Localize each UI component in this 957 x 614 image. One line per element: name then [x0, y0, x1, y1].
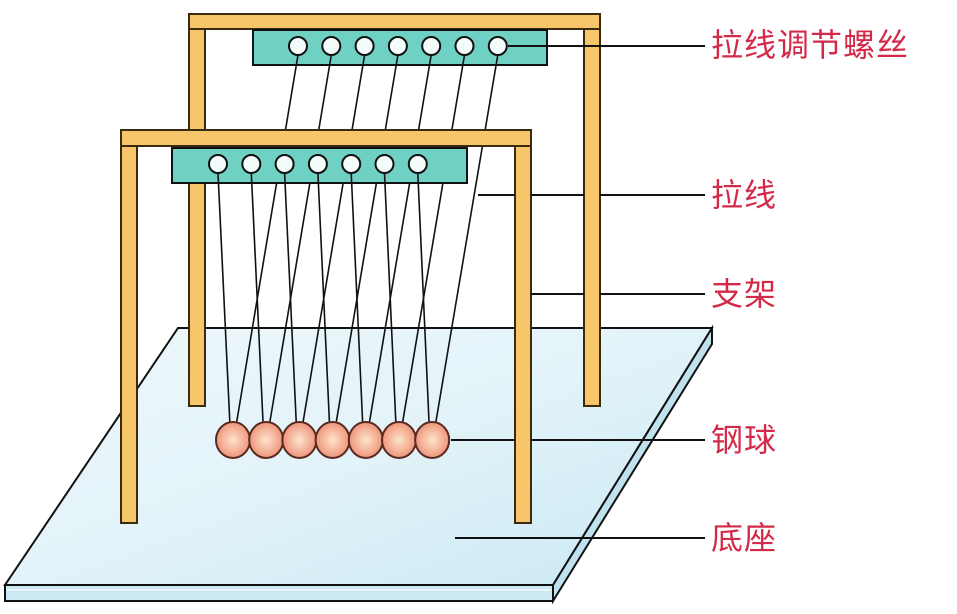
label-stand: 支架	[711, 275, 778, 313]
strings	[235, 54, 499, 427]
back-string	[235, 54, 299, 427]
front-adjust-screws	[208, 154, 428, 174]
back-string	[301, 54, 366, 427]
base-plate	[3, 324, 714, 605]
steel-ball-icon	[414, 421, 451, 459]
front-screw-icon	[374, 154, 395, 174]
back-top-bar	[188, 13, 601, 30]
back-screw-icon	[288, 36, 308, 56]
base-side-edge	[552, 324, 713, 605]
back-string	[334, 54, 399, 427]
front-string	[217, 172, 231, 427]
back-string	[368, 54, 432, 427]
front-top-bar	[120, 129, 532, 147]
back-screw-icon	[487, 36, 508, 56]
front-frame	[120, 129, 532, 524]
steel-ball-icon	[347, 421, 384, 459]
steel-ball-icon	[215, 421, 251, 459]
back-screw-icon	[421, 36, 442, 56]
back-right-post	[583, 19, 601, 407]
back-frame	[188, 13, 601, 407]
leader-lines	[451, 45, 705, 539]
front-screw-icon	[307, 154, 328, 174]
steel-balls	[215, 421, 451, 459]
back-string	[434, 54, 499, 427]
front-string	[417, 172, 430, 427]
front-left-post	[120, 135, 138, 524]
front-string	[317, 172, 331, 427]
steel-ball-icon	[281, 421, 318, 459]
front-string	[383, 172, 397, 427]
back-screw-icon	[354, 36, 375, 56]
front-screw-icon	[274, 154, 295, 174]
front-strings	[217, 172, 430, 427]
front-screw-icon	[341, 154, 362, 174]
front-right-post	[514, 135, 532, 524]
back-screw-icon	[454, 36, 475, 56]
front-screw-icon	[208, 154, 228, 174]
back-screw-icon	[387, 36, 408, 56]
steel-ball-icon	[381, 421, 417, 459]
steel-ball-icon	[248, 421, 285, 459]
label-steel-ball: 钢球	[711, 421, 778, 459]
label-base: 底座	[711, 519, 778, 557]
front-screw-icon	[241, 154, 262, 174]
back-screw-icon	[321, 36, 342, 56]
front-screw-icon	[407, 154, 428, 174]
label-string: 拉线	[711, 176, 778, 214]
back-string	[401, 54, 466, 427]
steel-ball-icon	[314, 421, 351, 459]
front-string	[350, 172, 364, 427]
front-string	[250, 172, 264, 427]
label-adjust-screw: 拉线调节螺丝	[711, 26, 910, 64]
base-front-edge	[4, 584, 554, 602]
front-string	[283, 172, 298, 427]
back-left-post	[188, 19, 206, 407]
back-adjust-screws	[288, 36, 508, 56]
back-string	[268, 54, 333, 427]
